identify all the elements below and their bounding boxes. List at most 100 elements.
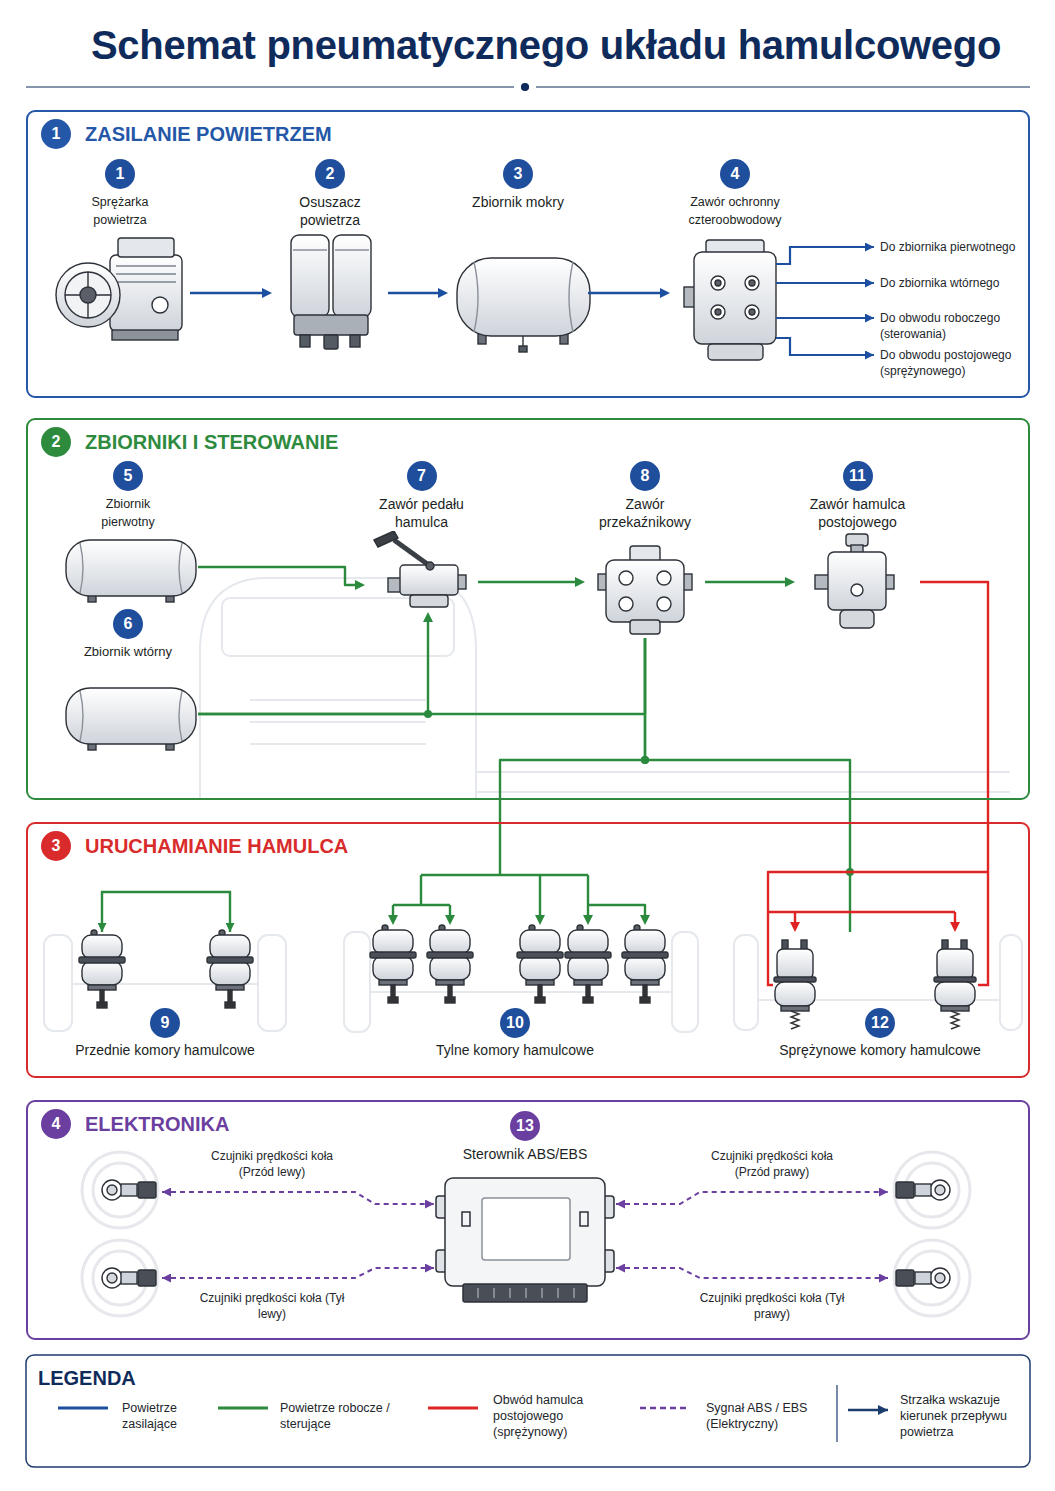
truck-outline-part — [672, 932, 698, 1032]
legend-frame-part — [26, 1355, 1030, 1467]
section-heading: URUCHAMIANIE HAMULCA — [83, 834, 350, 858]
air-line — [587, 875, 589, 918]
callout-number: 6 — [113, 609, 143, 639]
air-line-connector — [478, 577, 585, 587]
wet-tank-figure — [457, 258, 590, 352]
output-label: Do zbiornika wtórnego — [880, 275, 1026, 291]
air-line — [198, 619, 428, 714]
front-chamber-figures-part — [79, 930, 125, 1008]
wet-tank-figure-part — [519, 346, 527, 352]
air-dryer-figure-part — [333, 235, 371, 317]
section-number: 1 — [41, 119, 71, 149]
valve-output-arrows-part — [776, 338, 874, 355]
truck-outline-part — [1000, 935, 1022, 1030]
abs-ebs-controller-figure — [436, 1178, 614, 1302]
callout-number: 3 — [503, 159, 533, 189]
relay-valve-figure-part — [619, 597, 633, 611]
legend-frame-part — [58, 1407, 108, 1410]
parking-valve-figure-part — [846, 534, 868, 546]
air-line — [198, 638, 645, 714]
section-header: 2ZBIORNIKI I STEROWANIE — [41, 427, 1015, 457]
output-label: Do obwodu postojowego (sprężynowego) — [880, 347, 1026, 379]
compressor-figure-part — [56, 263, 120, 327]
air-line-connector — [388, 638, 650, 925]
legend-text: Obwód hamulca postojowego (sprężynowy) — [493, 1392, 593, 1440]
air-line — [500, 638, 645, 875]
air-line-connector — [198, 567, 365, 590]
air-line-connector — [190, 288, 272, 298]
callout-number: 2 — [315, 159, 345, 189]
callout-number: 10 — [500, 1008, 530, 1038]
output-label: Do zbiornika pierwotnego — [880, 239, 1026, 255]
compressor-figure-part — [65, 272, 111, 318]
output-label-slot: Do zbiornika pierwotnego — [880, 239, 1026, 255]
component-node: 13Sterownik ABS/EBS — [430, 1111, 620, 1305]
compressor-figure-part — [65, 272, 111, 318]
arrow-head — [423, 612, 433, 622]
valve-output-arrows-part — [776, 317, 874, 319]
air-dryer-figure-part — [350, 335, 360, 347]
legend-frame — [26, 1355, 1030, 1467]
protection-valve-figure — [684, 240, 776, 360]
arrow-head — [445, 915, 455, 925]
spring-chamber-figures-part — [934, 940, 976, 1029]
component-node: 8Zawór przekaźnikowy — [585, 461, 705, 638]
sensor-rings-part — [894, 1152, 970, 1228]
rear-chamber-figures-part — [565, 925, 611, 1003]
protection-valve-figure-part — [745, 305, 759, 319]
arrow-head — [535, 915, 545, 925]
section-heading: ZASILANIE POWIETRZEM — [83, 122, 334, 146]
legend-frame-part — [640, 1407, 690, 1410]
arrow-head — [355, 580, 365, 590]
section-header: 3 URUCHAMIANIE HAMULCA — [41, 831, 1015, 861]
parking-valve-figure-part — [851, 584, 863, 596]
compressor-figure-part — [116, 266, 176, 282]
component-name: Zbiornik pierwotny — [77, 495, 179, 531]
protection-valve-figure-part — [708, 344, 763, 360]
compressor-figure-part — [80, 287, 96, 303]
air-line — [705, 581, 788, 583]
air-line — [420, 875, 422, 905]
abs-ebs-controller-figure-part — [463, 1284, 587, 1302]
component-node: 4Zawór ochronny czteroobwodowy — [670, 159, 800, 362]
legend-frame-part — [218, 1407, 268, 1410]
valve-output-arrows — [776, 247, 874, 355]
air-line — [478, 581, 578, 583]
legend-text-slot: Obwód hamulca postojowego (sprężynowy) — [493, 1392, 593, 1440]
section-number: 3 — [41, 831, 71, 861]
arrow-head — [785, 577, 795, 587]
component-node: 7Zawór pedału hamulca — [365, 461, 478, 612]
spring-chamber-figures — [768, 872, 988, 1029]
section-panel: 3URUCHAMIANIE HAMULCA9Przednie komory ha… — [26, 822, 1030, 1078]
callout-number: 8 — [630, 461, 660, 491]
air-line — [539, 875, 541, 918]
component-name: Zawór ochronny czteroobwodowy — [672, 193, 799, 229]
junction-dot — [641, 756, 649, 764]
component-name: Sterownik ABS/EBS — [462, 1145, 589, 1163]
title-divider — [26, 84, 1030, 91]
air-line-connector — [768, 582, 988, 932]
air-line-connector — [705, 577, 795, 587]
protection-valve-figure-part — [694, 252, 776, 344]
air-line — [388, 292, 441, 294]
callout-number: 4 — [720, 159, 750, 189]
component-name: Przednie komory hamulcowe — [74, 1041, 256, 1059]
compressor-figure — [56, 238, 182, 340]
legend-frame-part — [428, 1407, 478, 1410]
truck-outline-part — [370, 991, 672, 993]
truck-outline-part — [44, 935, 72, 1031]
arrow-head — [640, 915, 650, 925]
abs-ebs-controller-figure-part — [478, 1288, 574, 1298]
brake-pedal-valve-figure-part — [426, 562, 434, 570]
air-line — [421, 874, 588, 876]
callout-number: 7 — [407, 461, 437, 491]
diagram-title-slot: Schemat pneumatycznego układu hamulcoweg… — [46, 21, 1046, 69]
legend-text: Powietrze zasilające — [122, 1400, 204, 1432]
compressor-figure-part — [118, 238, 174, 257]
arrow-head — [388, 915, 398, 925]
sensor-label-slot: Czujniki prędkości koła (Przód lewy) — [197, 1148, 347, 1180]
arrow-head — [583, 915, 593, 925]
air-dryer-figure-part — [294, 315, 368, 335]
